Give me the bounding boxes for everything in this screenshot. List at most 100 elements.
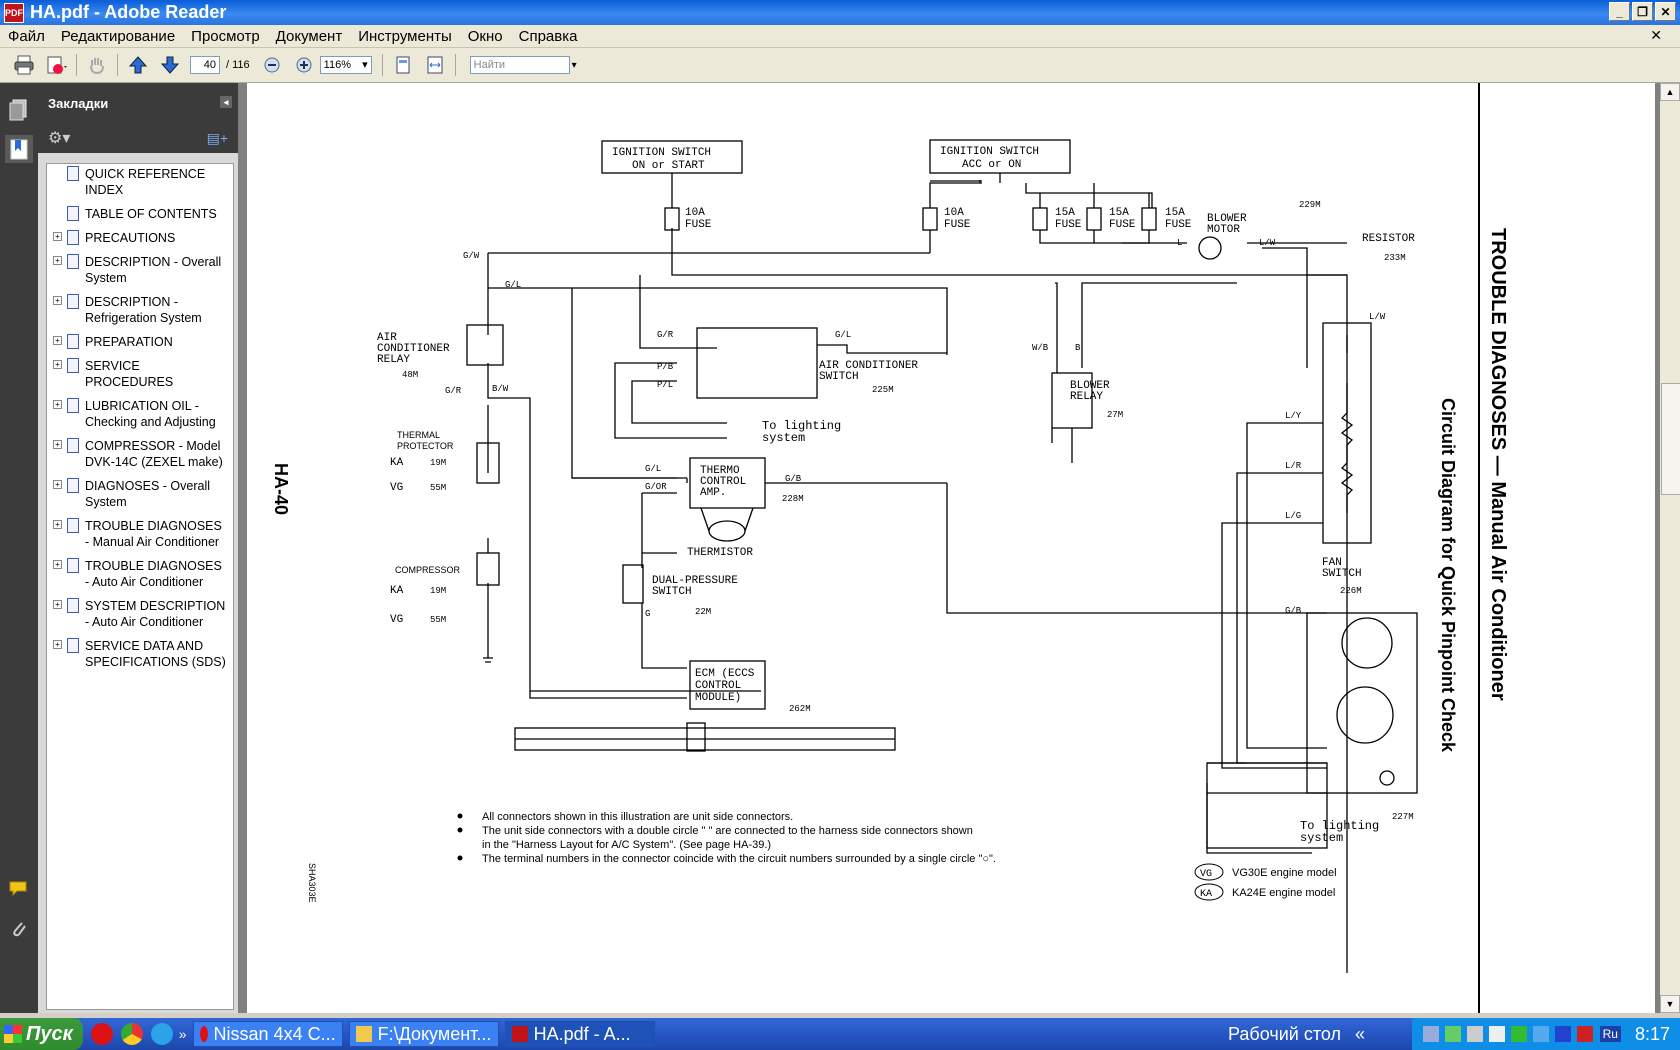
search-input[interactable]: Найти bbox=[469, 56, 570, 74]
scroll-up-arrow[interactable]: ▲ bbox=[1660, 83, 1680, 101]
fit-width-button[interactable] bbox=[423, 53, 447, 77]
previous-page-button[interactable] bbox=[126, 53, 150, 77]
menu-help[interactable]: Справка bbox=[518, 27, 578, 45]
bookmark-item[interactable]: +PRECAUTIONS bbox=[47, 228, 233, 248]
hand-tool-button[interactable] bbox=[85, 53, 109, 77]
expand-icon[interactable]: + bbox=[53, 520, 62, 529]
menu-document[interactable]: Документ bbox=[275, 27, 343, 45]
bookmark-item[interactable]: QUICK REFERENCE INDEX bbox=[47, 164, 233, 200]
attachments-panel-button[interactable] bbox=[5, 915, 33, 943]
language-indicator[interactable]: Ru bbox=[1599, 1026, 1621, 1042]
bookmark-item[interactable]: + DIAGNOSES - Overall System bbox=[47, 476, 233, 512]
monitor-icon[interactable] bbox=[1466, 1026, 1483, 1042]
thermo-amp-label-2: CONTROL bbox=[700, 476, 746, 488]
menu-view[interactable]: Просмотр bbox=[191, 27, 260, 45]
note-bullet bbox=[457, 813, 463, 819]
bookmark-item[interactable]: +DESCRIPTION - Refrigeration System bbox=[47, 292, 233, 328]
page-number-input[interactable]: 40 bbox=[190, 56, 220, 74]
desktop-toolbar[interactable]: Рабочий стол« bbox=[1228, 1018, 1365, 1050]
restore-button[interactable]: ❐ bbox=[1632, 2, 1653, 21]
menu-file[interactable]: Файл bbox=[8, 27, 45, 45]
ie-icon[interactable] bbox=[150, 1023, 173, 1045]
new-bookmark-icon[interactable]: ▤+ bbox=[206, 129, 228, 146]
usb-icon[interactable] bbox=[1444, 1026, 1461, 1042]
dual-pressure-label: DUAL-PRESSURE bbox=[652, 575, 738, 587]
thermistor-label: THERMISTOR bbox=[687, 547, 753, 559]
expand-icon[interactable]: + bbox=[53, 560, 62, 569]
pages-panel-button[interactable] bbox=[5, 95, 33, 123]
expand-icon[interactable]: + bbox=[53, 480, 62, 489]
comments-panel-button[interactable] bbox=[5, 875, 33, 903]
close-document-icon[interactable]: ✕ bbox=[1650, 27, 1662, 43]
wire-label: W/B bbox=[1032, 343, 1049, 353]
expand-icon[interactable]: + bbox=[53, 600, 62, 609]
expand-icon[interactable]: + bbox=[53, 256, 62, 265]
fit-page-button[interactable] bbox=[391, 53, 415, 77]
bookmark-page-icon bbox=[67, 166, 79, 181]
task-adobe[interactable]: HA.pdf - A... bbox=[504, 1021, 655, 1047]
expand-icon[interactable]: + bbox=[53, 440, 62, 449]
menu-edit[interactable]: Редактирование bbox=[60, 27, 176, 45]
toolbar: 40 / 116 116%▾ Найти ▾ bbox=[0, 48, 1680, 83]
zoom-in-button[interactable] bbox=[292, 53, 316, 77]
expand-icon[interactable]: + bbox=[53, 296, 62, 305]
opera-icon[interactable] bbox=[90, 1023, 113, 1045]
desktop-chevron-icon[interactable]: « bbox=[1354, 1023, 1365, 1044]
antivirus-icon[interactable] bbox=[1576, 1026, 1593, 1042]
bookmark-item[interactable]: +SERVICE DATA AND SPECIFICATIONS (SDS) bbox=[47, 636, 233, 672]
security-icon[interactable] bbox=[1510, 1026, 1527, 1042]
gear-icon[interactable]: ⚙▾ bbox=[48, 130, 71, 147]
vertical-scrollbar[interactable]: ▲ ▼ bbox=[1660, 83, 1680, 1013]
scroll-down-arrow[interactable]: ▼ bbox=[1660, 995, 1680, 1013]
bluetooth-icon[interactable] bbox=[1554, 1026, 1571, 1042]
bookmark-item[interactable]: +DESCRIPTION - Overall System bbox=[47, 252, 233, 288]
bookmark-item[interactable]: +TROUBLE DIAGNOSES - Auto Air Conditione… bbox=[47, 556, 233, 592]
collapse-panel-icon[interactable]: ◂ bbox=[220, 96, 232, 108]
task-explorer[interactable]: F:\Документ... bbox=[348, 1021, 499, 1047]
minimize-button[interactable]: _ bbox=[1609, 2, 1630, 21]
bookmark-item[interactable]: +SERVICE PROCEDURES bbox=[47, 356, 233, 392]
update-icon[interactable] bbox=[1532, 1026, 1549, 1042]
bookmark-item[interactable]: TABLE OF CONTENTS bbox=[47, 204, 233, 224]
close-button[interactable]: ✕ bbox=[1655, 2, 1676, 21]
expand-icon[interactable]: + bbox=[53, 360, 62, 369]
navigation-strip bbox=[0, 83, 38, 1013]
task-opera[interactable]: Nissan 4x4 C... bbox=[192, 1021, 343, 1047]
email-button[interactable] bbox=[44, 53, 68, 77]
dual-pressure-label-2: SWITCH bbox=[652, 586, 692, 598]
bookmark-item[interactable]: +COMPRESSOR - Model DVK-14C (ZEXEL make) bbox=[47, 436, 233, 472]
volume-icon[interactable] bbox=[1488, 1026, 1505, 1042]
toolbar-separator bbox=[117, 54, 118, 76]
scroll-thumb[interactable] bbox=[1661, 383, 1680, 495]
chevron-down-icon[interactable]: ▾ bbox=[571, 59, 577, 71]
network-icon[interactable] bbox=[1422, 1026, 1439, 1042]
bookmark-page-icon bbox=[67, 438, 79, 453]
menu-tools[interactable]: Инструменты bbox=[358, 27, 452, 45]
vg-legend-circle bbox=[1194, 863, 1224, 881]
bookmark-label: DIAGNOSES - Overall System bbox=[85, 479, 211, 509]
menu-window[interactable]: Окно bbox=[467, 27, 503, 45]
next-page-button[interactable] bbox=[158, 53, 182, 77]
zoom-out-button[interactable] bbox=[260, 53, 284, 77]
expand-icon[interactable]: + bbox=[53, 400, 62, 409]
wire-label: B bbox=[1075, 343, 1081, 353]
bookmark-item[interactable]: +TROUBLE DIAGNOSES - Manual Air Conditio… bbox=[47, 516, 233, 552]
print-button[interactable] bbox=[12, 53, 36, 77]
start-button[interactable]: Пуск bbox=[0, 1018, 83, 1050]
connector-27m: 27M bbox=[1107, 410, 1123, 420]
expand-icon[interactable]: + bbox=[53, 232, 62, 241]
bookmark-item[interactable]: +PREPARATION bbox=[47, 332, 233, 352]
bookmark-item[interactable]: +SYSTEM DESCRIPTION - Auto Air Condition… bbox=[47, 596, 233, 632]
document-area: IGNITION SWITCH ON or START IGNITION SWI… bbox=[238, 83, 1660, 1013]
connector-262m: 262M bbox=[789, 704, 811, 714]
bookmarks-panel-button[interactable] bbox=[5, 135, 33, 163]
bookmark-label: LUBRICATION OIL - Checking and Adjusting bbox=[85, 399, 216, 429]
expand-icon[interactable]: + bbox=[53, 336, 62, 345]
zoom-select[interactable]: 116%▾ bbox=[319, 56, 372, 74]
ac-relay-label-3: RELAY bbox=[377, 354, 410, 366]
quicklaunch-chevron-icon[interactable]: » bbox=[178, 1026, 187, 1042]
bookmark-item[interactable]: + LUBRICATION OIL - Checking and Adjustin… bbox=[47, 396, 233, 432]
chrome-icon[interactable] bbox=[120, 1023, 143, 1045]
blower-motor-label: BLOWER bbox=[1207, 213, 1247, 225]
expand-icon[interactable]: + bbox=[53, 640, 62, 649]
